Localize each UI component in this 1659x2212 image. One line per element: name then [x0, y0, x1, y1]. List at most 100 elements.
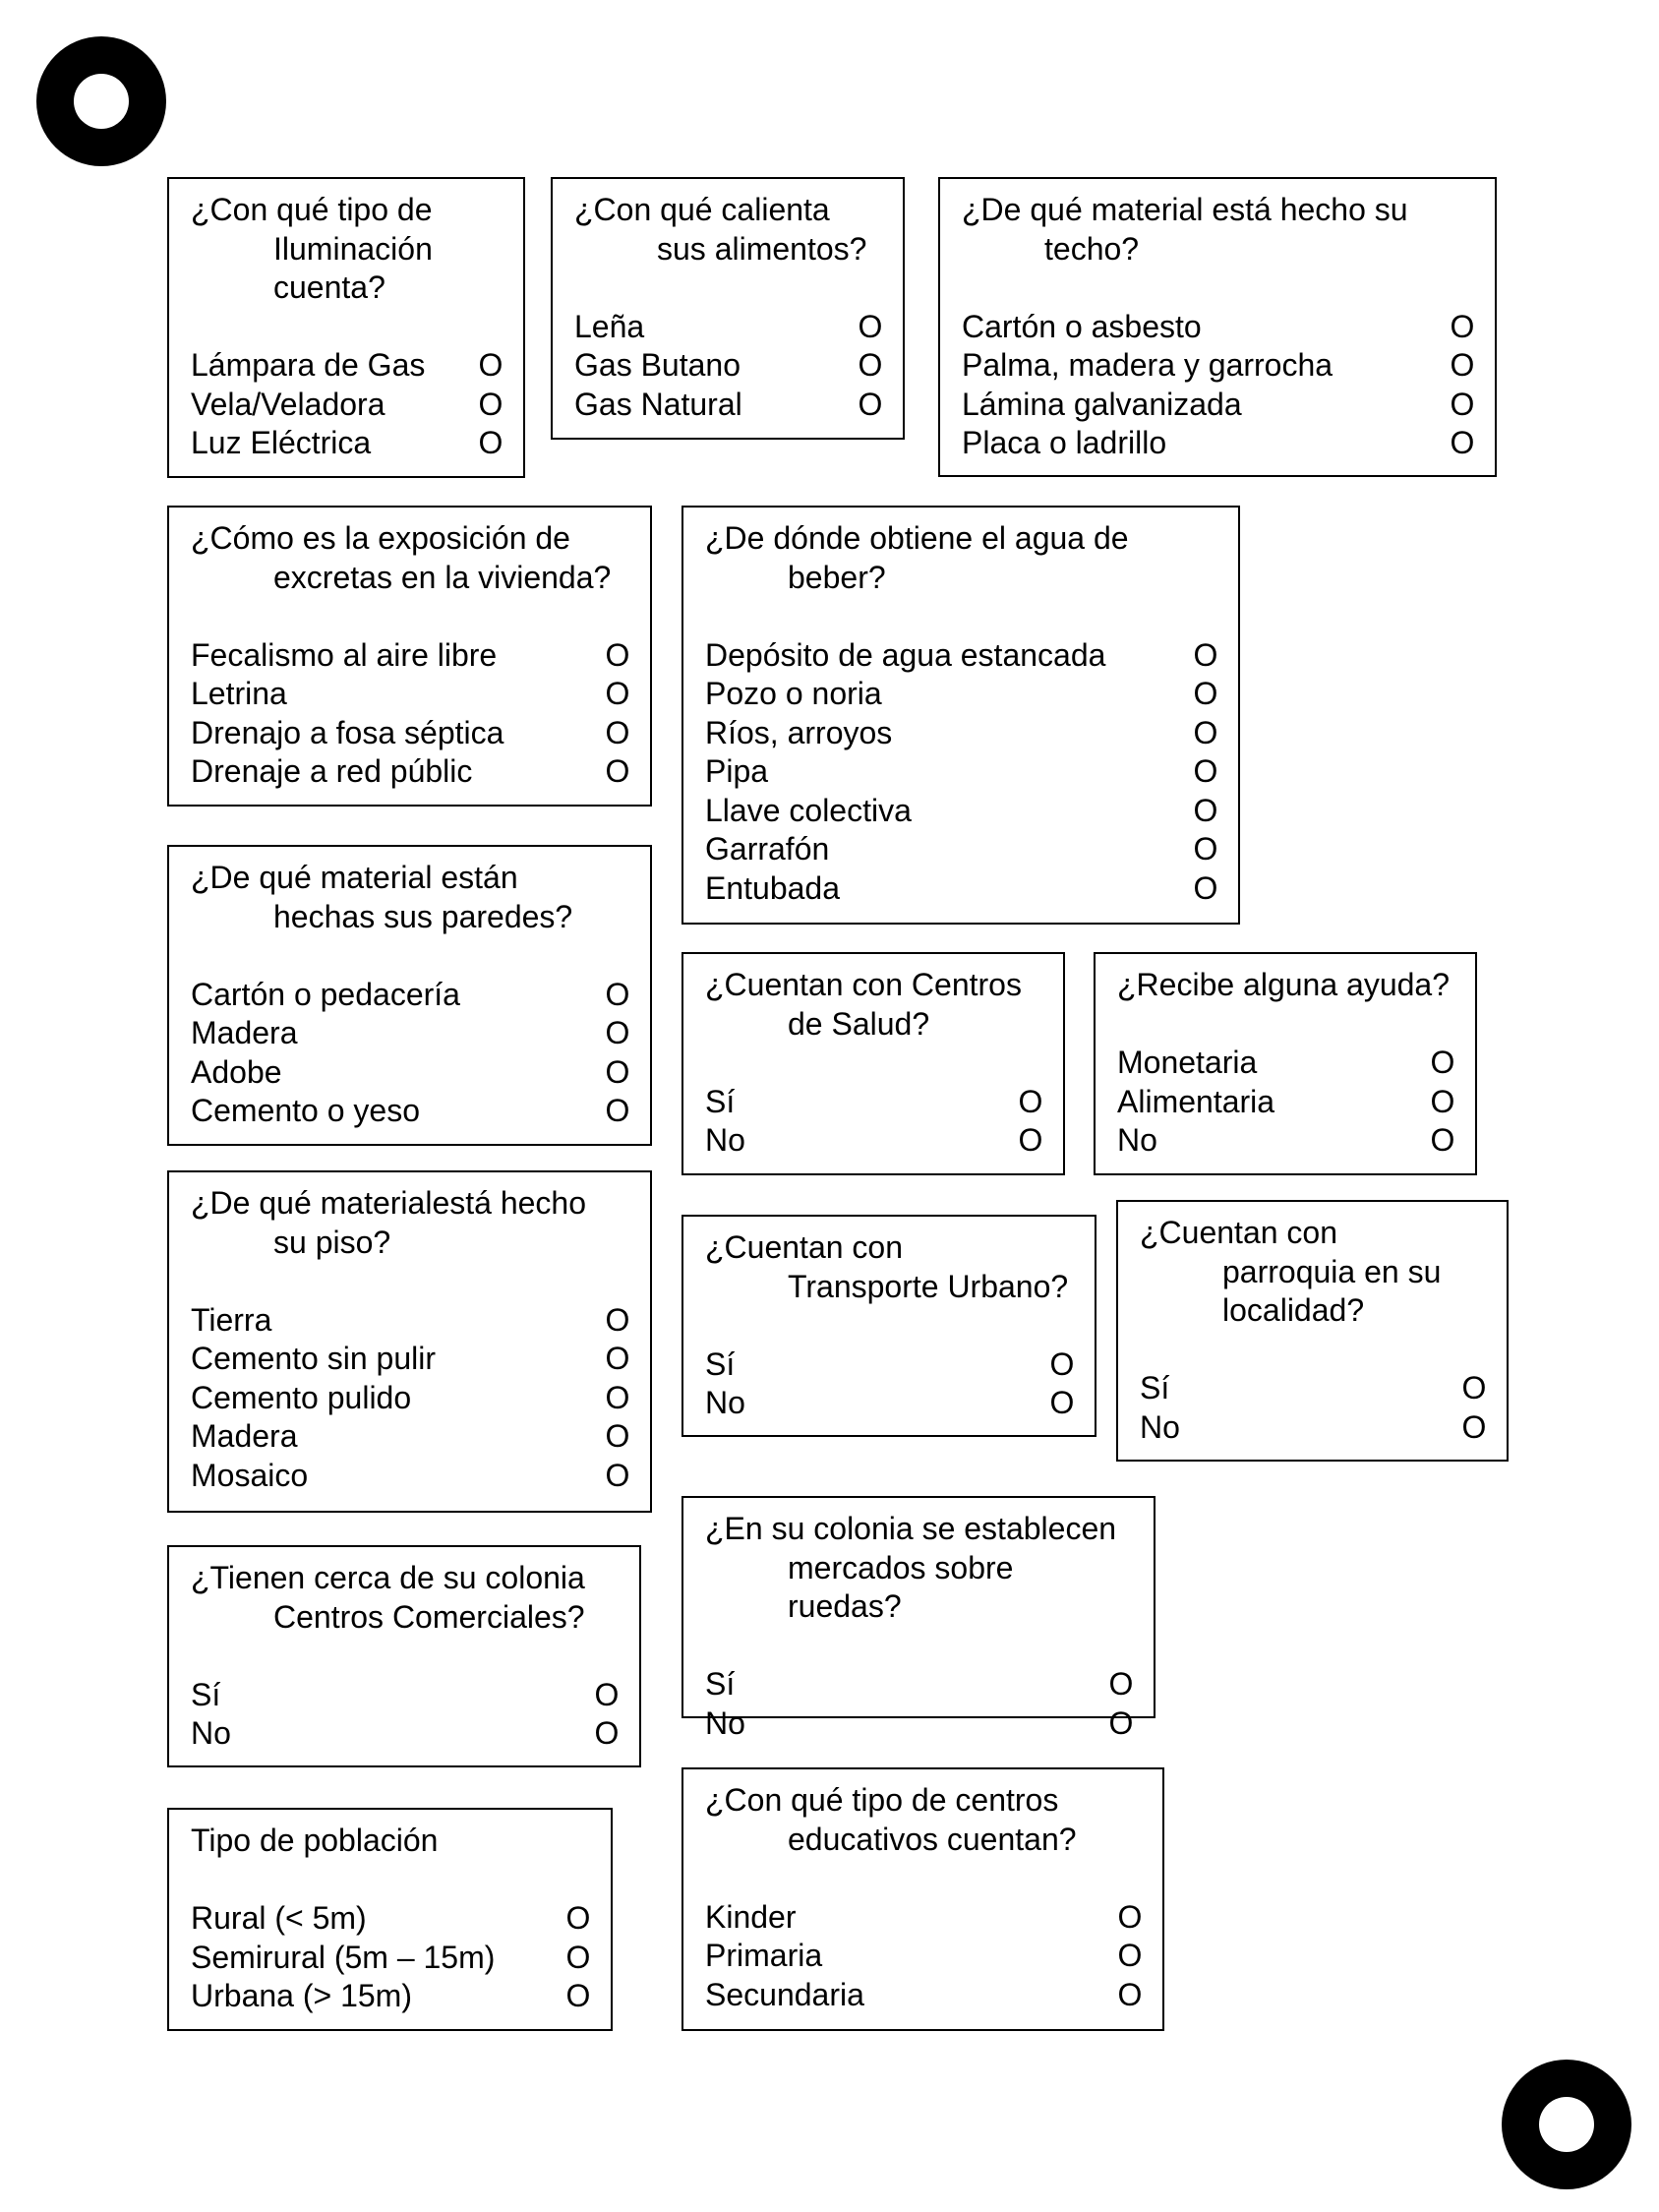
option-label: Urbana (> 15m)	[191, 1978, 412, 2013]
option-checkbox[interactable]: O	[1117, 1976, 1143, 2012]
option-label: Ríos, arroyos	[705, 714, 893, 750]
question-line: parroquia en su	[1222, 1253, 1442, 1289]
option-checkbox[interactable]: O	[1193, 831, 1218, 867]
option-checkbox[interactable]: O	[605, 1301, 630, 1338]
option-checkbox[interactable]: O	[605, 1379, 630, 1415]
option-checkbox[interactable]: O	[605, 1457, 630, 1493]
option-checkbox[interactable]: O	[478, 425, 504, 460]
option-checkbox[interactable]: O	[1450, 347, 1475, 383]
option-row: Ríos, arroyos O	[705, 714, 1218, 753]
option-checkbox[interactable]: O	[1108, 1666, 1134, 1702]
option-checkbox[interactable]: O	[1461, 1408, 1487, 1445]
option-label: Alimentaria	[1117, 1083, 1275, 1119]
option-row: Kinder O	[705, 1898, 1143, 1938]
option-checkbox[interactable]: O	[1018, 1122, 1043, 1158]
question-line: cuenta?	[273, 269, 385, 305]
option-checkbox[interactable]: O	[1193, 676, 1218, 711]
option-checkbox[interactable]: O	[1450, 386, 1475, 422]
question-line: ¿Tienen cerca de su colonia	[191, 1560, 585, 1595]
option-label: Semirural (5m – 15m)	[191, 1939, 496, 1975]
option-checkbox[interactable]: O	[1461, 1370, 1487, 1405]
option-checkbox[interactable]: O	[605, 676, 630, 711]
option-checkbox[interactable]: O	[1193, 714, 1218, 750]
option-label: Letrina	[191, 676, 287, 711]
question-line: educativos cuentan?	[788, 1821, 1077, 1857]
option-checkbox[interactable]: O	[478, 347, 504, 383]
question-line: mercados sobre ruedas?	[788, 1549, 1014, 1625]
option-label: No	[191, 1715, 231, 1751]
option-label: Lámpara de Gas	[191, 347, 426, 383]
option-checkbox[interactable]: O	[605, 1053, 630, 1090]
question-line: ¿Con qué tipo de centros	[705, 1782, 1059, 1818]
option-row: Letrina O	[191, 675, 630, 714]
option-checkbox[interactable]: O	[605, 1418, 630, 1454]
option-row: No O	[191, 1714, 620, 1754]
option-label: Sí	[705, 1666, 736, 1702]
option-label: Kinder	[705, 1898, 797, 1935]
option-checkbox[interactable]: O	[1193, 869, 1218, 906]
option-row: Fecalismo al aire libre O	[191, 636, 630, 676]
option-checkbox[interactable]: O	[1049, 1345, 1075, 1382]
question-line: ¿De qué materialestá hecho	[191, 1185, 586, 1221]
option-checkbox[interactable]: O	[858, 308, 883, 344]
option-checkbox[interactable]: O	[478, 386, 504, 422]
option-checkbox[interactable]: O	[605, 714, 630, 750]
question-line: Transporte Urbano?	[788, 1268, 1069, 1304]
option-label: Fecalismo al aire libre	[191, 636, 498, 673]
question-line: su piso?	[273, 1224, 391, 1260]
option-checkbox[interactable]: O	[605, 1093, 630, 1128]
option-checkbox[interactable]: O	[1193, 636, 1218, 673]
option-label: Cartón o asbesto	[962, 308, 1202, 344]
option-checkbox[interactable]: O	[1193, 753, 1218, 789]
option-row: Sí O	[705, 1665, 1134, 1704]
option-checkbox[interactable]: O	[1049, 1385, 1075, 1420]
option-checkbox[interactable]: O	[858, 386, 883, 422]
option-checkbox[interactable]: O	[1117, 1938, 1143, 1973]
option-checkbox[interactable]: O	[605, 753, 630, 789]
option-checkbox[interactable]: O	[1450, 308, 1475, 344]
option-checkbox[interactable]: O	[1108, 1704, 1134, 1741]
question-line: ¿De qué material están	[191, 860, 518, 895]
option-checkbox[interactable]: O	[1430, 1083, 1455, 1119]
question-line: ¿Con qué calienta	[574, 192, 830, 227]
option-label: Drenaje a red públic	[191, 753, 473, 789]
option-checkbox[interactable]: O	[565, 1978, 591, 2013]
option-checkbox[interactable]: O	[565, 1900, 591, 1936]
option-label: Sí	[191, 1676, 221, 1712]
option-checkbox[interactable]: O	[1450, 425, 1475, 460]
question-line: ¿Recibe alguna ayuda?	[1117, 967, 1451, 1002]
question-line: sus alimentos?	[657, 230, 867, 267]
option-label: Cemento o yeso	[191, 1093, 421, 1128]
option-label: No	[705, 1122, 745, 1158]
option-checkbox[interactable]: O	[1117, 1898, 1143, 1935]
question-line: Centros Comerciales?	[273, 1598, 585, 1635]
option-checkbox[interactable]: O	[1193, 792, 1218, 828]
option-checkbox[interactable]: O	[1430, 1045, 1455, 1080]
option-checkbox[interactable]: O	[605, 636, 630, 673]
option-checkbox[interactable]: O	[594, 1715, 620, 1751]
option-checkbox[interactable]: O	[858, 347, 883, 383]
option-checkbox[interactable]: O	[605, 1341, 630, 1376]
option-checkbox[interactable]: O	[605, 976, 630, 1012]
option-row: No O	[705, 1121, 1043, 1161]
option-checkbox[interactable]: O	[565, 1939, 591, 1975]
option-checkbox[interactable]: O	[1430, 1122, 1455, 1158]
question-line: ¿Cuentan con	[705, 1229, 904, 1265]
option-checkbox[interactable]: O	[605, 1015, 630, 1050]
option-checkbox[interactable]: O	[1018, 1083, 1043, 1119]
option-checkbox[interactable]: O	[594, 1676, 620, 1712]
question-text: ¿Recibe alguna ayuda?	[1117, 966, 1455, 1005]
